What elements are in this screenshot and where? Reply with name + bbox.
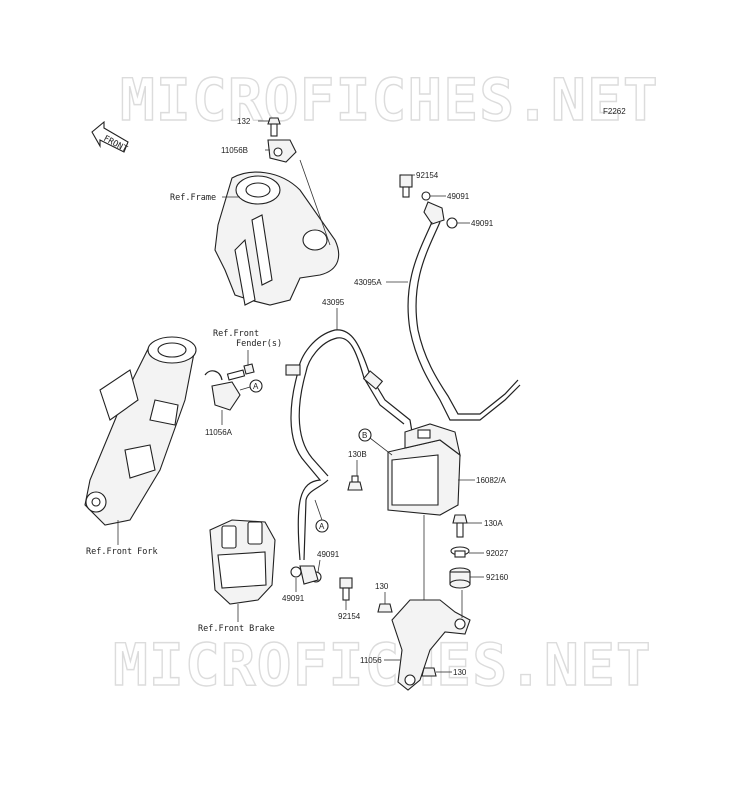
label-11056B: 11056B — [221, 146, 248, 155]
collar-92027 — [450, 546, 470, 558]
banjo-fitting-top — [423, 201, 445, 225]
label-ref-frame: Ref.Frame — [170, 193, 216, 203]
label-11056: 11056 — [360, 656, 382, 665]
svg-text:A: A — [319, 522, 325, 531]
label-49091-a: 49091 — [447, 192, 470, 201]
label-ref-front-fork: Ref.Front Fork — [86, 547, 158, 557]
label-49091-b: 49091 — [471, 219, 494, 228]
bolt-132 — [267, 117, 281, 137]
label-11056A: 11056A — [205, 428, 233, 437]
callout-b1 — [358, 428, 372, 442]
frame-head — [214, 171, 340, 306]
bolt-130-a — [377, 603, 393, 613]
label-92160: 92160 — [486, 573, 509, 582]
label-16082A: 16082/A — [476, 476, 506, 485]
label-130A: 130A — [484, 519, 503, 528]
callout-a1 — [249, 379, 263, 393]
damper-92160 — [449, 567, 471, 589]
label-92027: 92027 — [486, 549, 509, 558]
abs-unit-16082A — [387, 423, 461, 516]
bracket-11056 — [391, 599, 471, 691]
figure-code: F2262 — [603, 107, 626, 116]
washer-49091-b — [446, 217, 458, 229]
label-49091-c: 49091 — [282, 594, 305, 603]
banjo-bolt-92154-top — [399, 174, 413, 198]
washer-49091-c — [290, 566, 302, 578]
label-92154-top: 92154 — [416, 171, 439, 180]
clamp-11056A — [204, 370, 241, 411]
bolt-130A — [452, 514, 468, 538]
label-ref-front-fender-1: Ref.Front — [213, 329, 259, 339]
bolt-130B — [347, 475, 363, 491]
svg-text:A: A — [253, 382, 259, 391]
label-43095: 43095 — [322, 298, 345, 307]
watermark-top: MICROFICHES.NET — [120, 66, 659, 134]
label-ref-front-fender-2: Fender(s) — [236, 339, 282, 349]
svg-text:B: B — [362, 431, 367, 440]
label-132: 132 — [237, 117, 251, 126]
front-fork — [84, 336, 197, 526]
label-130B: 130B — [348, 450, 367, 459]
clamp-11056B — [267, 139, 297, 163]
front-brake-caliper — [209, 519, 276, 605]
label-49091-d: 49091 — [317, 550, 340, 559]
label-43095A: 43095A — [354, 278, 382, 287]
label-ref-front-brake: Ref.Front Brake — [198, 624, 275, 634]
banjo-bolt-92154-bottom — [339, 577, 353, 601]
label-130-a: 130 — [375, 582, 389, 591]
watermark-bottom: MICROFICHES.NET — [113, 631, 652, 699]
washer-49091-a — [421, 191, 431, 201]
label-92154-bottom: 92154 — [338, 612, 361, 621]
bolt-130-b — [421, 667, 437, 677]
fender-bolt — [226, 363, 255, 381]
label-130-b: 130 — [453, 668, 467, 677]
